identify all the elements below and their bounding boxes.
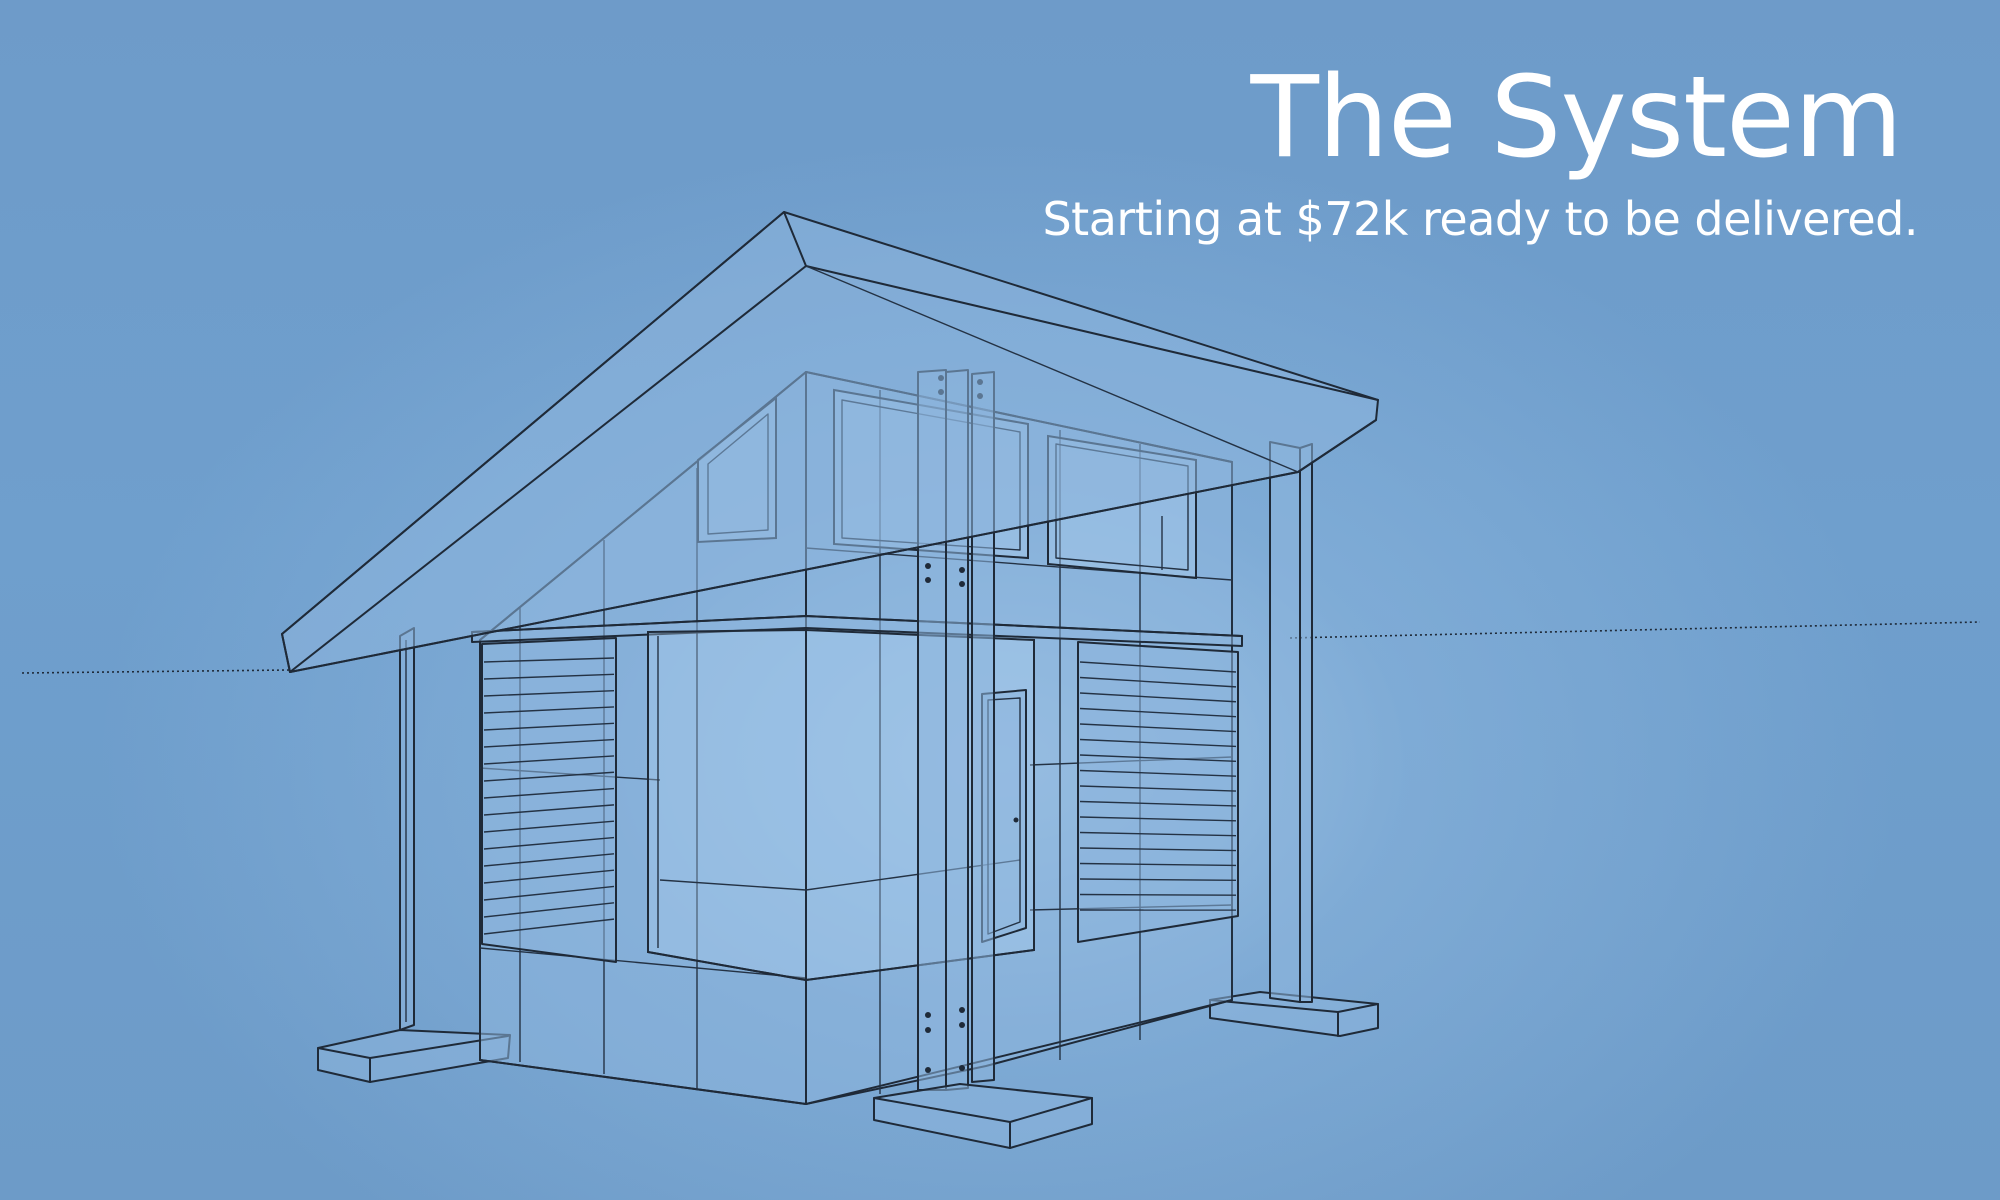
shutter-left (481, 637, 617, 963)
horizon-line (21, 621, 1981, 674)
canopy-ledge (471, 615, 1243, 647)
price-tagline: Starting at $72k ready to be delivered. (1042, 192, 1918, 246)
shed-roof (281, 211, 1379, 673)
support-post-right (1269, 441, 1313, 1003)
page-title: The System (1250, 53, 1903, 183)
shutter-right (1077, 641, 1239, 943)
support-post-front (917, 369, 995, 1091)
rear-post-left (399, 627, 415, 1031)
foundation-block-right (1209, 991, 1379, 1037)
foundation-block-center (873, 1083, 1093, 1149)
